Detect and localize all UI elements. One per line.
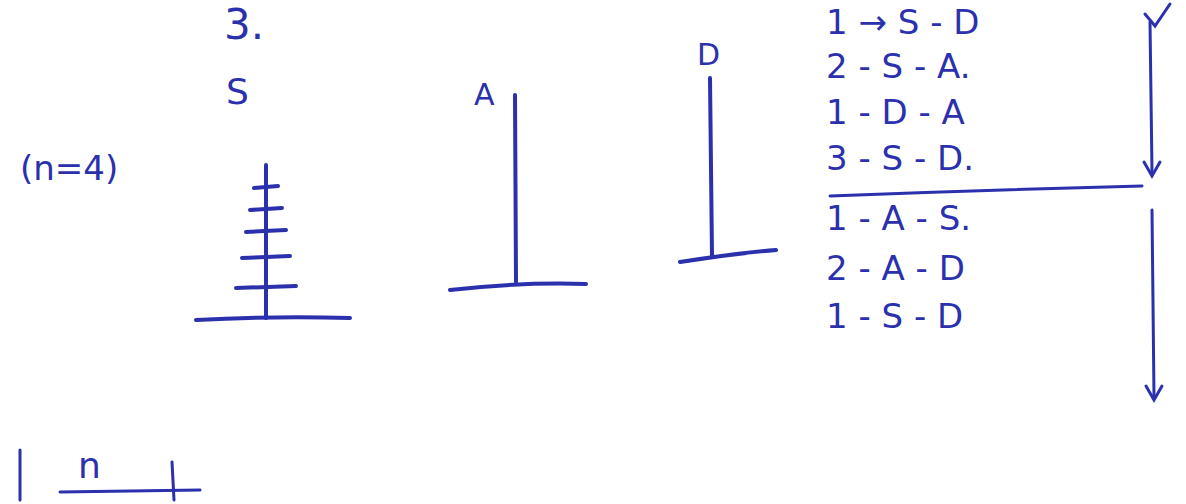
- arrow-head: [1144, 162, 1160, 176]
- move-step: 1 - S - D: [826, 298, 963, 335]
- bracket-line: [1152, 210, 1154, 396]
- move-step: 2 - A - D: [826, 250, 965, 287]
- move-step: 1 - A - S.: [826, 200, 971, 237]
- disk: [250, 208, 282, 210]
- disk: [254, 186, 278, 188]
- bar-stroke: [19, 450, 22, 500]
- variable-name: n: [78, 446, 101, 486]
- bracket-line: [1150, 22, 1152, 172]
- disk: [236, 286, 296, 288]
- arrow-head: [1146, 386, 1162, 400]
- move-step: 2 - S - A.: [826, 48, 970, 85]
- strike-stroke: [60, 490, 200, 492]
- peg-base: [680, 250, 776, 262]
- move-step: 1 - D - A: [826, 94, 965, 131]
- peg-name: A: [474, 78, 495, 111]
- bar-stroke: [172, 462, 174, 500]
- disk: [242, 256, 290, 258]
- disk-count: (n=4): [20, 150, 118, 187]
- peg-base: [196, 317, 350, 320]
- move-step: 1 → S - D: [826, 4, 979, 41]
- peg-base: [450, 284, 586, 290]
- move-step: 3 - S - D.: [826, 140, 974, 177]
- tick-mark: [1145, 4, 1170, 26]
- disk: [246, 230, 286, 232]
- peg-d: [710, 78, 712, 256]
- peg-name: S: [226, 72, 249, 112]
- item-number: 3.: [224, 2, 264, 48]
- peg-a: [515, 95, 516, 282]
- separator-line: [830, 186, 1142, 196]
- peg-name: D: [697, 38, 720, 71]
